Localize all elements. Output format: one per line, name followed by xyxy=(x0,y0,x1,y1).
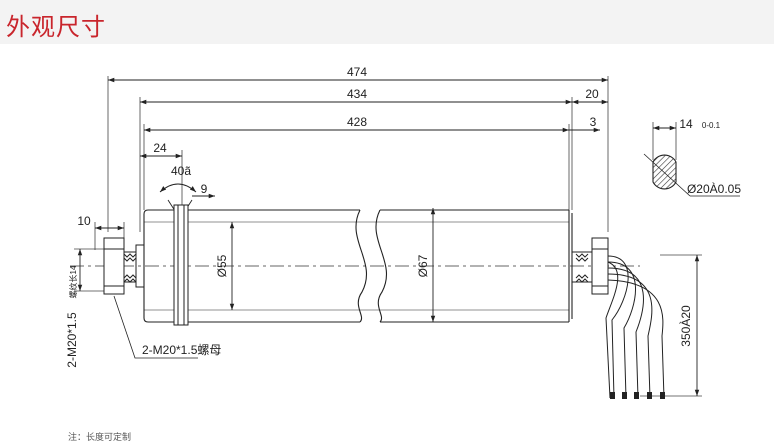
nut-leader xyxy=(113,295,198,359)
dim-10: 10 xyxy=(77,214,91,228)
dim-9: 9 xyxy=(201,182,208,196)
dim-350: 350À20 xyxy=(678,305,693,347)
groove-ring xyxy=(173,204,189,326)
footer-note: 注：长度可定制 xyxy=(68,433,132,443)
dim-3: 3 xyxy=(590,115,597,129)
dim-d20: Ø20À0.05 xyxy=(687,181,741,196)
thread-length-note: 螺纹长14 xyxy=(68,265,78,298)
page-title: 外观尺寸 xyxy=(6,13,106,41)
dim-20: 20 xyxy=(585,87,599,101)
dim-groove-angle: 40ã xyxy=(171,164,191,178)
dim-d67: Ø67 xyxy=(416,254,430,277)
dim-428: 428 xyxy=(347,115,367,129)
left-end-cap xyxy=(103,237,145,295)
cable-tips xyxy=(610,392,665,399)
header-bar xyxy=(0,0,774,44)
dim-434: 434 xyxy=(347,87,367,101)
tube-body xyxy=(143,209,573,323)
cables xyxy=(605,255,665,399)
extension-lines xyxy=(74,76,702,397)
dim-d55: Ø55 xyxy=(215,254,229,277)
right-end-cap xyxy=(572,237,609,295)
shaft-cross-section xyxy=(643,153,740,197)
dim-14: 14 xyxy=(679,117,693,131)
dim-474: 474 xyxy=(347,65,367,79)
nut-note: 2-M20*1.5螺母 xyxy=(142,343,221,357)
dim-24: 24 xyxy=(153,141,167,155)
thread-note: 2-M20*1.5 xyxy=(65,312,79,368)
dim-14-tolerance: 0-0.1 xyxy=(702,121,721,130)
dimension-lines xyxy=(77,77,700,396)
